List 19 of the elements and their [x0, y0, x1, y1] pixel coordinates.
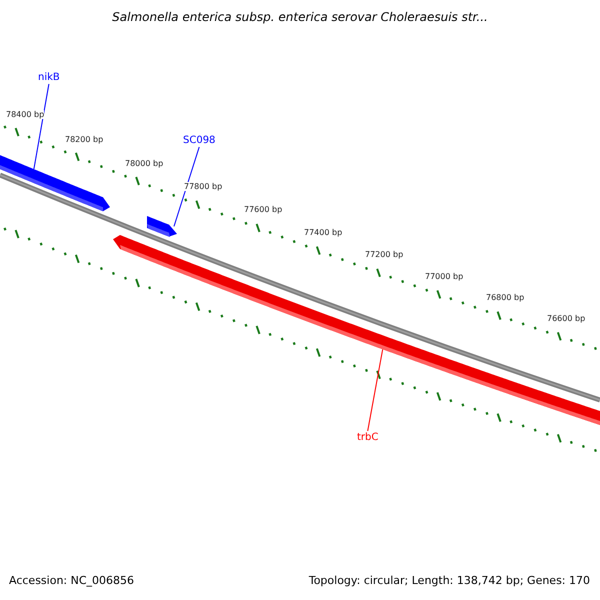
tick-label: 78200 bp — [65, 134, 104, 144]
tick-label: 77200 bp — [365, 250, 404, 260]
gene-label: nikB — [38, 71, 60, 84]
tick-label: 78000 bp — [125, 158, 164, 168]
leader-line — [367, 348, 384, 432]
tick-label: 77400 bp — [304, 228, 342, 237]
tick-label: 77000 bp — [425, 272, 464, 281]
title: Salmonella enterica subsp. enterica serovar Choleraesuis str... — [111, 10, 489, 24]
tick-label: 77600 bp — [244, 205, 282, 214]
gene-label: trbC — [357, 431, 378, 444]
leader-line — [174, 146, 200, 227]
accession-note: Accession: NC_006856 — [9, 574, 134, 587]
leader-line — [33, 84, 50, 170]
tick-label: 78400 bp — [6, 110, 44, 120]
tick-label: 77800 bp — [184, 182, 222, 191]
genome-summary: Topology: circular; Length: 138,742 bp; Genes: 170 — [308, 574, 590, 587]
tick-label: 76800 bp — [486, 293, 524, 302]
gene-label: SC098 — [183, 134, 216, 147]
tick-label: 76600 bp — [547, 314, 586, 324]
